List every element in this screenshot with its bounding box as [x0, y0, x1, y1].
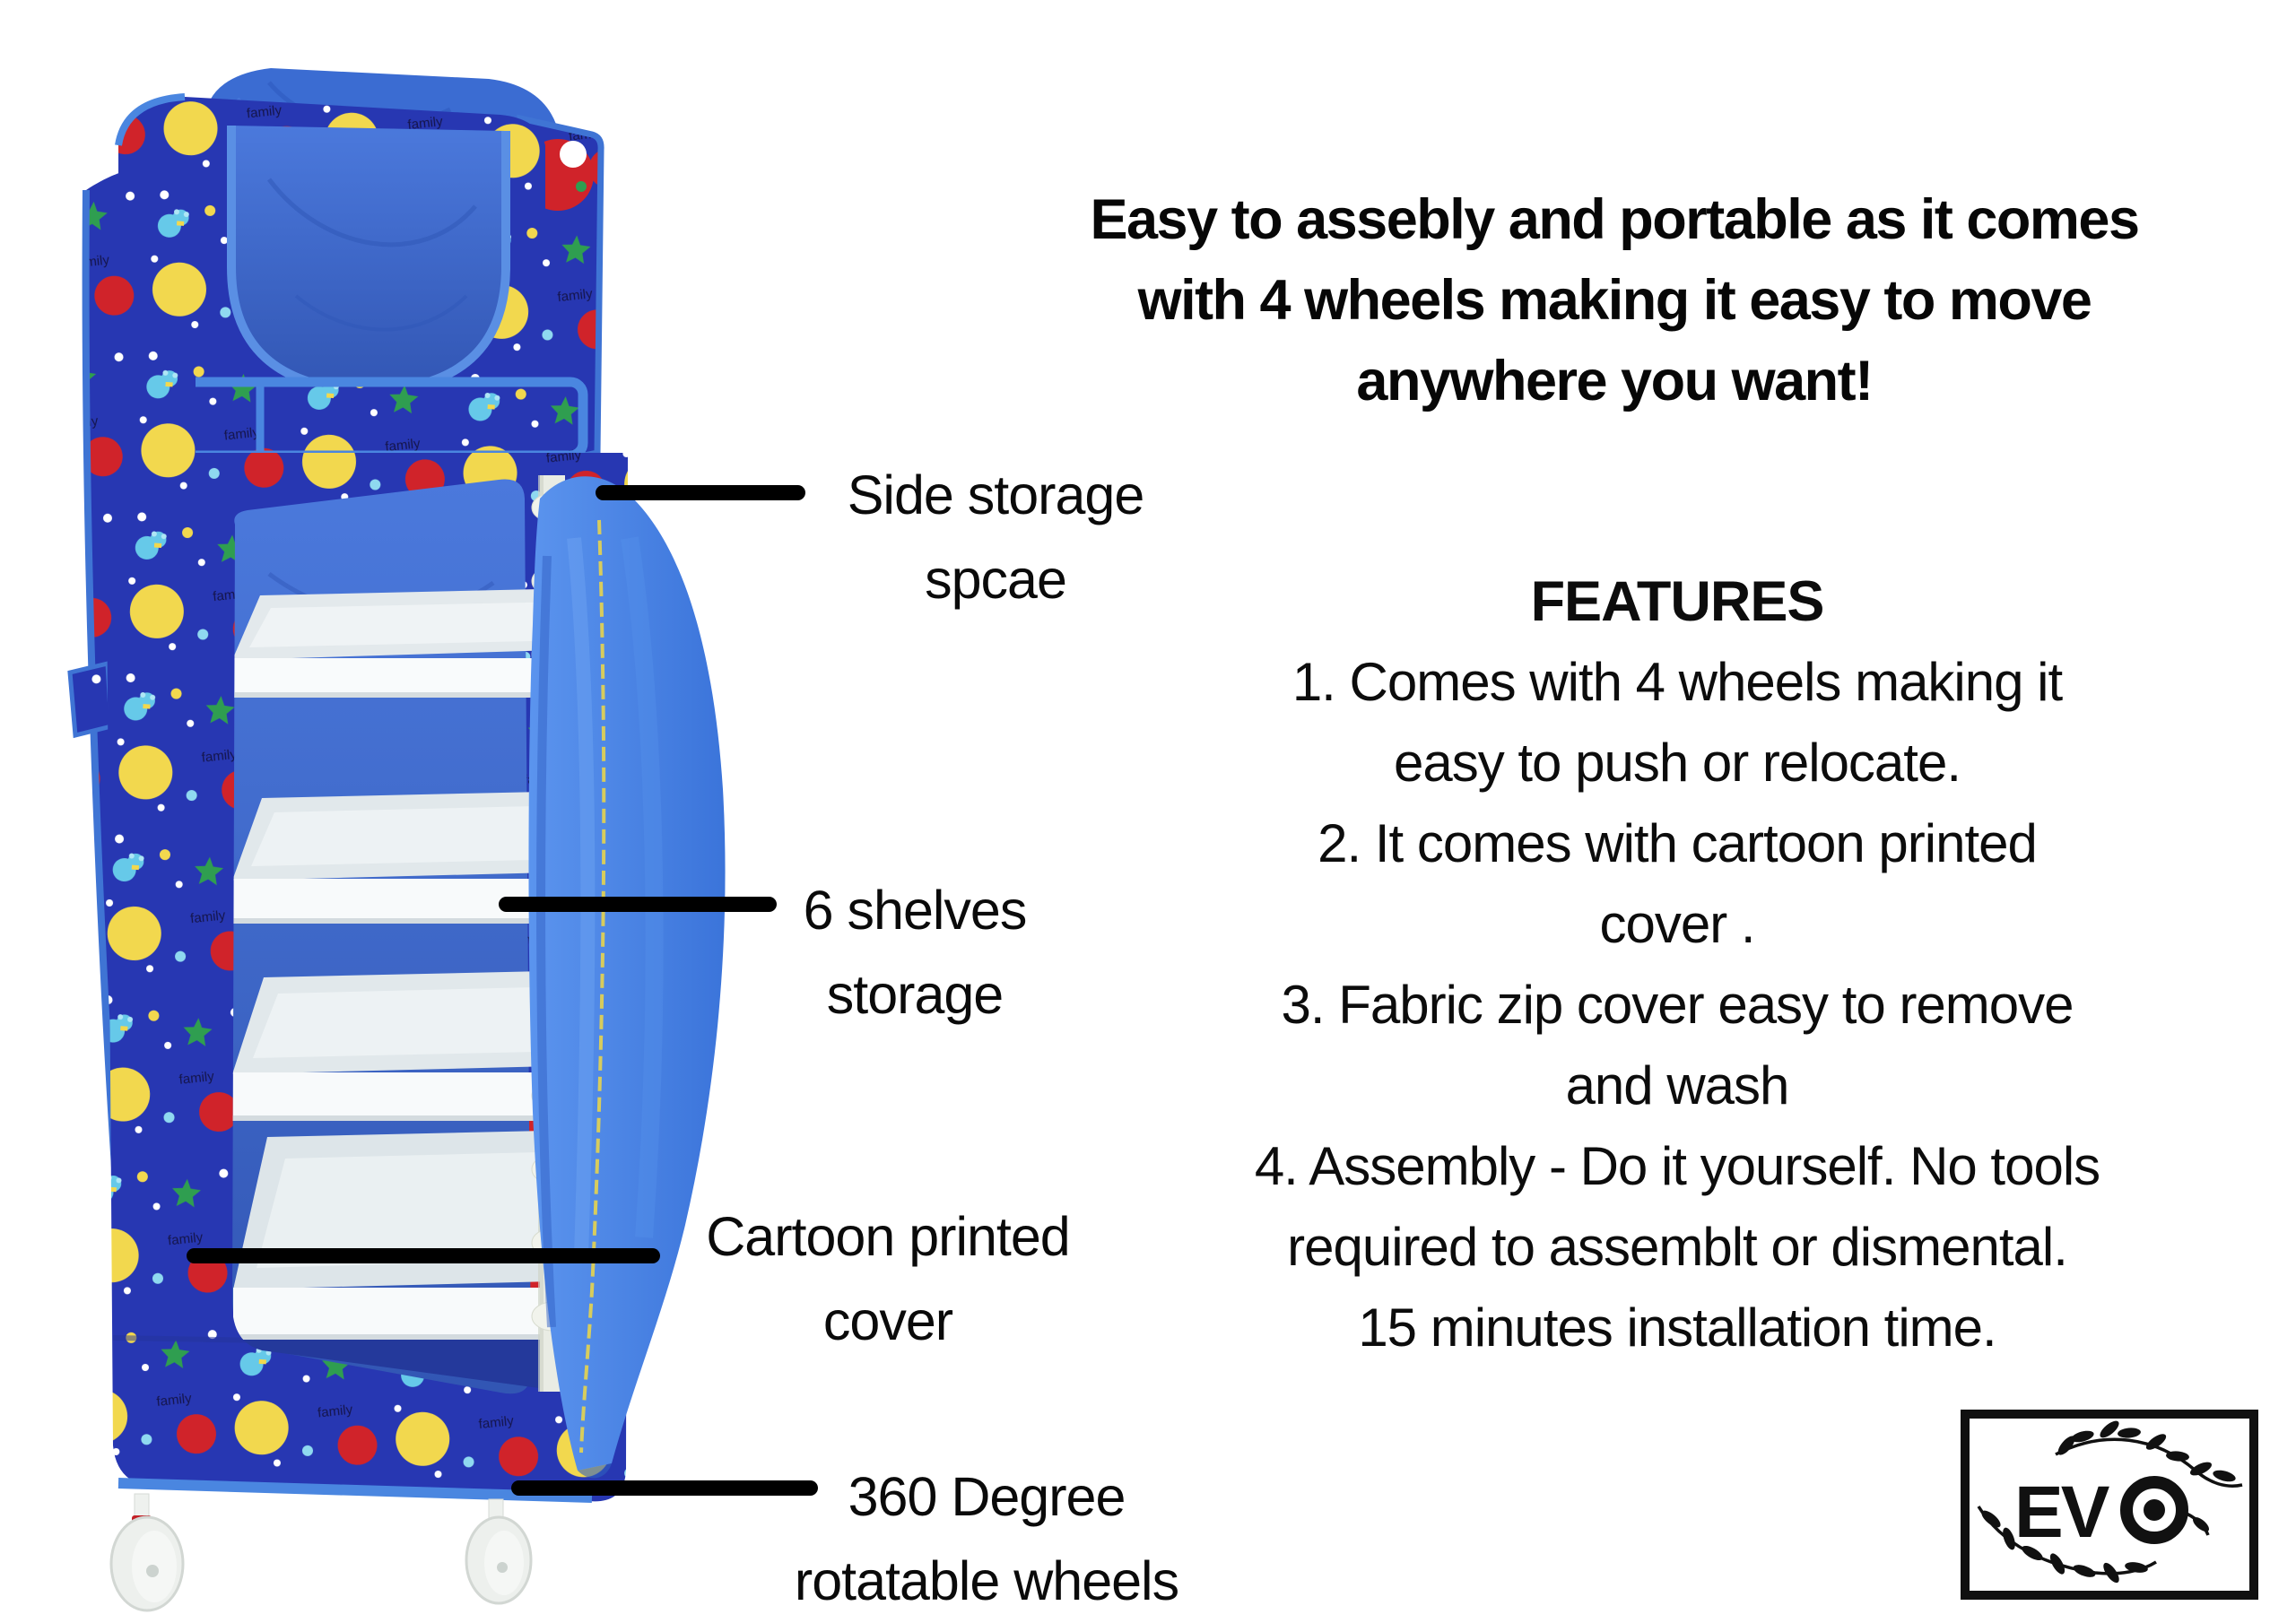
heading-line-3: anywhere you want!: [1356, 350, 1874, 412]
features-line: cover .: [1599, 894, 1755, 954]
callout-line-side-storage: [596, 485, 805, 500]
wheel-right: [465, 1498, 533, 1605]
heading-line-2: with 4 wheels making it easy to move: [1137, 269, 2092, 332]
features-line: required to assemblt or dismental.: [1287, 1217, 2068, 1277]
open-cover-drape: [528, 476, 726, 1479]
top-printed-panel: [118, 97, 545, 466]
evo-brand-text: EV: [2014, 1471, 2110, 1553]
callout-label-shelves: 6 shelves storage: [735, 868, 1094, 1037]
evo-logo-art: EV: [1977, 1420, 2243, 1584]
shelf-2: [232, 791, 587, 924]
features-line: 4. Assembly - Do it yourself. No tools: [1254, 1136, 2100, 1196]
features-line: and wash: [1565, 1055, 1790, 1115]
callout-label-line: storage: [826, 964, 1004, 1025]
top-opening-interior: [231, 126, 506, 391]
features-section: FEATURES 1. Comes with 4 wheels making i…: [1139, 561, 2215, 1368]
shelf-1: [232, 588, 587, 698]
callout-label-line: spcae: [925, 549, 1067, 610]
features-line: 1. Comes with 4 wheels making it: [1292, 652, 2063, 712]
features-line: 3. Fabric zip cover easy to remove: [1281, 975, 2074, 1035]
bottom-piping: [117, 1478, 593, 1503]
features-line: 15 minutes installation time.: [1358, 1298, 1996, 1358]
callout-label-line: rotatable wheels: [794, 1550, 1179, 1611]
callout-line-printed-cover: [187, 1248, 660, 1263]
callout-label-line: Cartoon printed: [706, 1206, 1070, 1267]
heading-line-1: Easy to assebly and portable as it comes: [1090, 188, 2141, 251]
front-strap-band: [129, 377, 588, 461]
callout-label-line: cover: [822, 1290, 953, 1351]
cover-stitch-line: [579, 519, 606, 1454]
callout-line-shelves: [499, 897, 777, 912]
side-fabric-tab: [67, 660, 114, 739]
features-line: 2. It comes with cartoon printed: [1318, 813, 2038, 873]
wardrobe-product-photo: family: [67, 68, 726, 1612]
wheel-left: [109, 1493, 185, 1612]
callout-label-line: 6 shelves: [803, 880, 1028, 941]
callout-label-line: 360 Degree: [848, 1466, 1126, 1527]
callout-line-wheels: [511, 1480, 818, 1496]
callout-label-wheels: 360 Degree rotatable wheels: [700, 1454, 1274, 1623]
laurel-branch-bottom-icon: [1977, 1506, 2157, 1584]
features-line: easy to push or relocate.: [1393, 733, 1961, 793]
laurel-branch-top-icon: [2055, 1420, 2243, 1488]
evo-logo: EV: [1961, 1410, 2258, 1600]
evo-target-o-icon: [2120, 1476, 2188, 1544]
features-title: FEATURES: [1530, 570, 1825, 633]
callout-label-printed-cover: Cartoon printed cover: [637, 1194, 1139, 1363]
page-heading: Easy to assebly and portable as it comes…: [969, 179, 2260, 421]
callout-label-side-storage: Side storage spcae: [789, 453, 1202, 621]
callout-label-line: Side storage: [847, 464, 1145, 525]
shelf-stack: [232, 588, 592, 1395]
shelf-3: [232, 970, 589, 1121]
